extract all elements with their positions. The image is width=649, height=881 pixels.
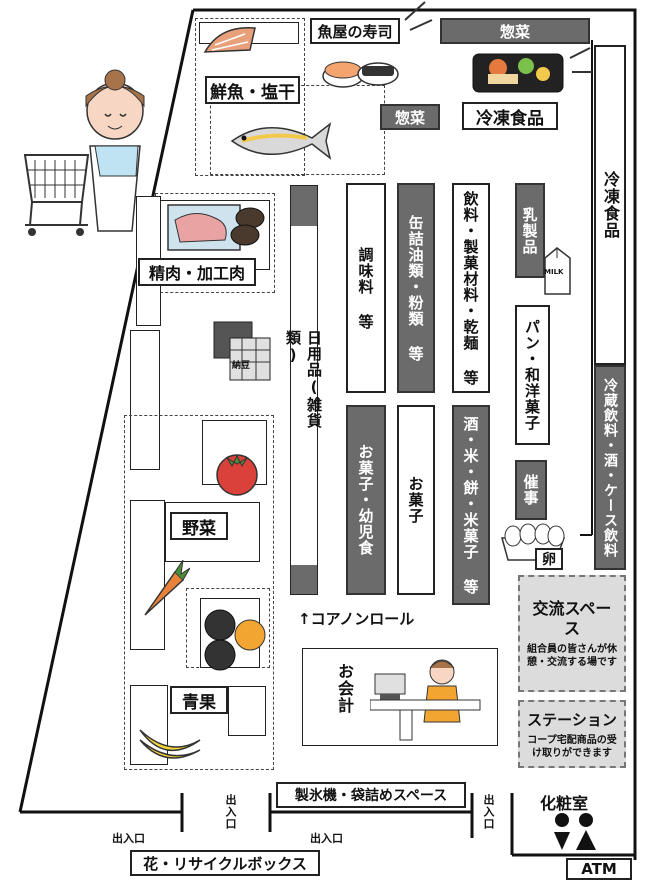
daily-goods-shelf [290, 185, 318, 595]
flower-recycle-label: 花・リサイクルボックス [130, 850, 320, 876]
cart-icon [23, 154, 90, 236]
sushi-label: 魚屋の寿司 [310, 18, 400, 44]
veg-shelf-left [130, 500, 165, 650]
atm-label: ATM [566, 858, 632, 880]
daily-goods-cap-bottom [291, 565, 317, 594]
fish-label: 鮮魚・塩干 [205, 76, 300, 104]
seasoning-shelf: 調味料 等 [346, 183, 386, 393]
entrance-b: 出入口 [482, 794, 495, 830]
entrance-c: 出入口 [112, 832, 145, 845]
core-non-roll-label: ↑コアノンロール [298, 610, 415, 628]
refrigerated-shelf: 冷蔵飲料・酒・ケース飲料 [594, 365, 626, 570]
restroom-icon [554, 813, 596, 850]
meat-icon [167, 204, 265, 251]
daily-goods-cap-top [291, 186, 317, 226]
exchange-space: 交流スペース 組合員の皆さんが休憩・交流する場です [518, 575, 626, 692]
bread-shelf: パン・和洋菓子 [515, 305, 550, 445]
sozai-mid-label: 惣菜 [380, 104, 440, 130]
cashier-icon [370, 659, 481, 741]
snacks-shelf: お菓子 [397, 405, 435, 595]
eggs-label: 卵 [535, 548, 563, 570]
bento-icon [472, 53, 564, 93]
fish-icon [230, 122, 332, 160]
carrot-icon [144, 560, 190, 616]
station-title: ステーション [527, 710, 617, 729]
exchange-title: 交流スペース [532, 598, 612, 638]
entrance-a: 出入口 [224, 794, 237, 830]
restroom-label: 化粧室 [540, 794, 589, 813]
natto-label: 納豆 [232, 361, 251, 371]
sushi-icon [322, 61, 399, 88]
milk-icon [544, 247, 571, 295]
apple-icon [204, 609, 266, 671]
natto-icon [213, 321, 271, 381]
station-desc: コープ宅配商品の受け取りができます [527, 734, 617, 759]
frozen-right-shelf: 冷凍食品 [594, 45, 626, 365]
entrance-d: 出入口 [310, 832, 343, 845]
checkout-label: お会計 [335, 662, 354, 714]
salmon-icon [203, 26, 256, 53]
daily-goods-label: 日用品(雑貨類) [284, 330, 323, 429]
station-space: ステーション コープ宅配商品の受け取りができます [518, 700, 626, 768]
milk-label: MILK [544, 268, 564, 276]
fruit-shelf-left [130, 685, 168, 765]
kids-snacks-shelf: お菓子・幼児食 [346, 405, 386, 595]
fish-section-area [195, 18, 305, 176]
vegetables-label: 野菜 [170, 512, 228, 540]
veg-section-area [124, 415, 274, 770]
sozai-top-label: 惣菜 [440, 18, 590, 44]
fruits-label: 青果 [170, 686, 228, 714]
dairy-shelf: 乳製品 [515, 183, 545, 278]
drinks-shelf: 飲料・製菓材料・乾麺 等 [452, 183, 490, 393]
exchange-desc: 組合員の皆さんが休憩・交流する場です [527, 643, 617, 668]
meat-label: 精肉・加工肉 [138, 258, 256, 286]
rice-shelf: 酒・米・餅・米菓子 等 [452, 405, 490, 605]
fruit-shelf-right [228, 686, 266, 736]
tomato-icon [216, 454, 258, 496]
event-shelf: 催事 [515, 460, 547, 520]
banana-icon [139, 729, 201, 759]
left-shelf-1 [130, 330, 160, 470]
ice-bag-label: 製氷機・袋詰めスペース [276, 782, 466, 808]
shopper-icon [85, 69, 145, 232]
frozen-top-label: 冷凍食品 [462, 102, 558, 130]
canned-shelf: 缶詰油類・粉類 等 [397, 183, 435, 393]
